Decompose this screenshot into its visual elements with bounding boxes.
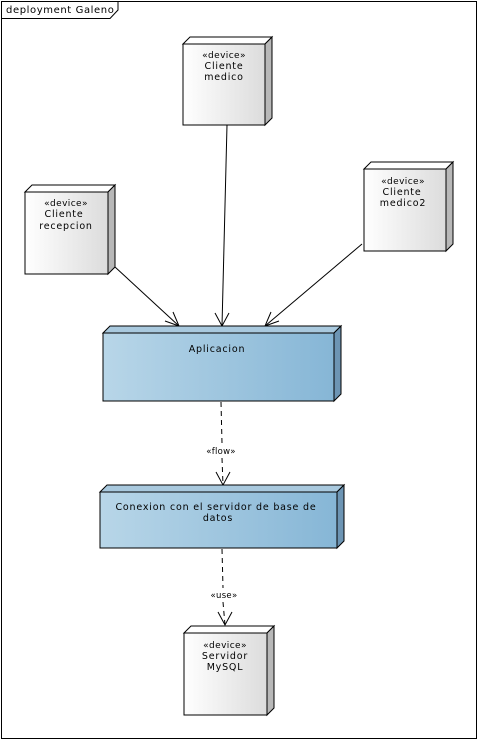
node-servidor-mysql[interactable]: «device» Servidor MySQL bbox=[182, 624, 276, 717]
node-name-line: Aplicacion bbox=[189, 344, 246, 355]
node-name-line: Servidor bbox=[202, 651, 248, 662]
edge-cliente-medico-to-aplicacion[interactable] bbox=[214, 124, 230, 328]
edge-use[interactable] bbox=[217, 548, 233, 627]
edges bbox=[114, 124, 363, 627]
node-name-line: recepcion bbox=[39, 221, 93, 232]
node-conexion[interactable]: Conexion con el servidor de base de dato… bbox=[98, 483, 346, 550]
node-stereotype: «device» bbox=[44, 199, 88, 209]
node-name-line: medico2 bbox=[380, 198, 426, 209]
node-name-line: datos bbox=[203, 513, 233, 524]
node-name-line: medico bbox=[204, 72, 244, 83]
use-label: «use» bbox=[211, 591, 238, 601]
node-stereotype: «device» bbox=[381, 177, 425, 187]
edge-cliente-recepcion-to-aplicacion[interactable] bbox=[114, 266, 180, 327]
node-name-line: MySQL bbox=[207, 662, 244, 673]
node-stereotype: «device» bbox=[202, 51, 246, 61]
flow-label: «flow» bbox=[206, 447, 236, 457]
node-aplicacion[interactable]: Aplicacion bbox=[101, 324, 343, 403]
frame-title: deployment Galeno bbox=[6, 5, 114, 16]
node-cliente-medico[interactable]: «device» Cliente medico bbox=[181, 35, 274, 127]
node-name-line: Conexion con el servidor de base de bbox=[115, 502, 316, 513]
node-name-line: Cliente bbox=[383, 187, 422, 198]
edge-cliente-medico2-to-aplicacion[interactable] bbox=[264, 243, 363, 327]
node-cliente-medico2[interactable]: «device» Cliente medico2 bbox=[362, 160, 455, 253]
node-cliente-recepcion[interactable]: «device» Cliente recepcion bbox=[23, 183, 117, 276]
node-name-line: Cliente bbox=[45, 209, 84, 220]
node-stereotype: «device» bbox=[203, 641, 247, 651]
node-name-line: Cliente bbox=[205, 61, 244, 72]
edge-flow[interactable] bbox=[215, 401, 231, 487]
